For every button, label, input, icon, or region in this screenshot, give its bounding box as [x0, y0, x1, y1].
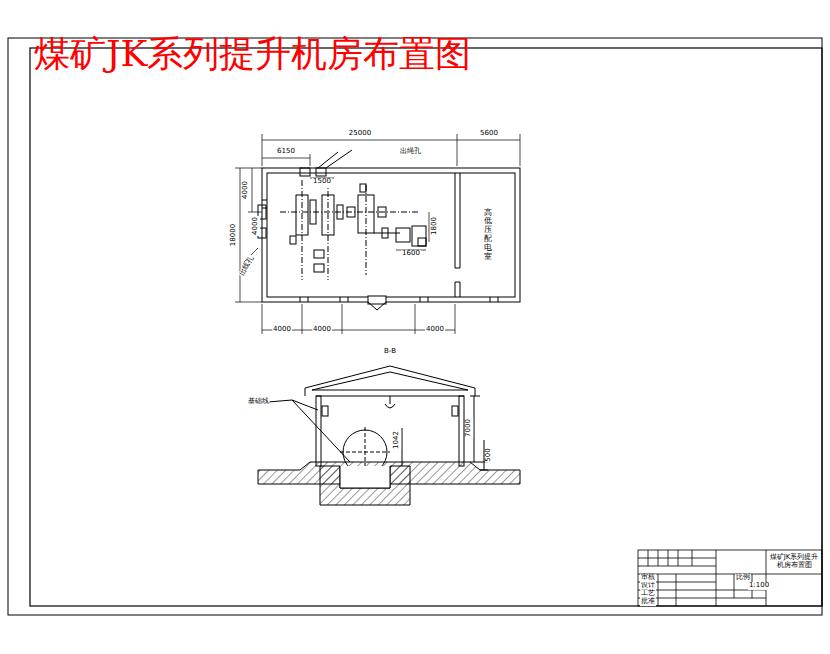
- title-block-cell: 设计: [640, 582, 656, 590]
- title-block-cell: 审核: [640, 574, 656, 582]
- dimension-label: 25000: [348, 130, 372, 138]
- inner-frame: [30, 48, 822, 606]
- dimension-label: 5600: [479, 130, 499, 138]
- dimension-label: 1500: [312, 178, 332, 186]
- drawing-title: 煤矿JK系列提升机房布置图: [34, 36, 471, 72]
- dimension-label: 出绳孔: [399, 148, 422, 156]
- title-block-cell: 煤矿JK系列提升机房布置图: [767, 554, 821, 569]
- plan-walls: [262, 168, 520, 310]
- room-name: 高低压配电室: [484, 209, 492, 262]
- dimension-label: 4000: [252, 216, 260, 236]
- title-block-cell: 批准: [640, 598, 656, 606]
- dimension-label: 1800: [431, 216, 439, 236]
- title-block-cell: 1:100: [748, 582, 770, 590]
- dimension-label: 500: [485, 447, 493, 462]
- dimension-label: 4000: [242, 180, 250, 200]
- dimension-label: 4000: [312, 326, 332, 334]
- dimension-label: 1042: [393, 430, 401, 450]
- room-box: 高低压配电室: [461, 174, 514, 296]
- section-mark: B-B: [383, 348, 397, 356]
- dimension-label: 4000: [272, 326, 292, 334]
- dimension-label: 7000: [465, 418, 473, 438]
- dimension-label: 基础线: [247, 398, 270, 406]
- dimension-label: 4000: [425, 326, 445, 334]
- title-block-cell: 比例: [735, 574, 751, 582]
- hoist-equipment: [258, 150, 426, 280]
- dimension-label: 出线孔: [238, 254, 256, 278]
- dimension-label: 1600: [401, 250, 421, 258]
- dimension-lines: [235, 134, 520, 334]
- section-view: [258, 366, 520, 505]
- title-block: [638, 550, 822, 606]
- dimension-label: 18000: [230, 223, 238, 247]
- title-block-cell: 工艺: [640, 590, 656, 598]
- outer-frame: [8, 38, 822, 615]
- dimension-label: 6150: [276, 148, 296, 156]
